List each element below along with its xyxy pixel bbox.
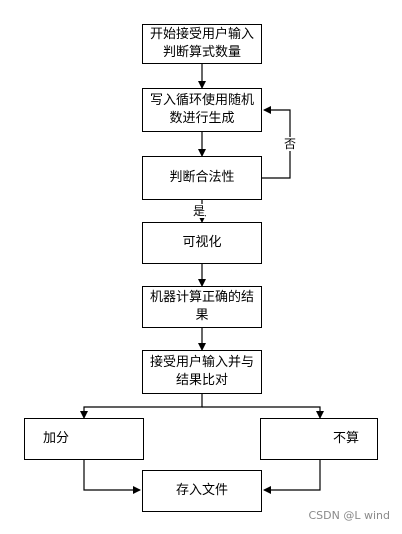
node-noscore: 不算 [260,418,378,460]
node-save: 存入文件 [142,470,262,512]
edge-label-no: 否 [284,137,297,151]
node-compute-label: 机器计算正确的结果 [149,290,254,323]
edge-answer-to-plus [80,394,203,419]
edge-plus-to-save [83,460,141,494]
node-start-label: 开始接受用户输入判断算式数量 [149,27,254,60]
edge-label-yes: 是 [193,204,206,218]
watermark: CSDN @L wind [308,509,391,522]
edge-answer-to-noscore [202,406,324,419]
node-compute: 机器计算正确的结果 [142,286,262,328]
node-visualize-label: 可视化 [182,235,222,250]
edge-noscore-to-save [263,460,321,494]
node-plus-label: 加分 [43,431,70,446]
node-loop-label: 写入循环使用随机数进行生成 [149,93,254,126]
node-noscore-label: 不算 [332,431,359,446]
node-visualize: 可视化 [142,222,262,264]
node-loop: 写入循环使用随机数进行生成 [142,88,262,132]
node-save-label: 存入文件 [175,483,228,498]
node-check: 判断合法性 [142,156,262,200]
node-start: 开始接受用户输入判断算式数量 [142,24,262,64]
node-answer-label: 接受用户输入并与结果比对 [149,355,254,388]
node-check-label: 判断合法性 [169,170,235,185]
node-answer: 接受用户输入并与结果比对 [142,350,262,394]
node-plus: 加分 [24,418,144,460]
